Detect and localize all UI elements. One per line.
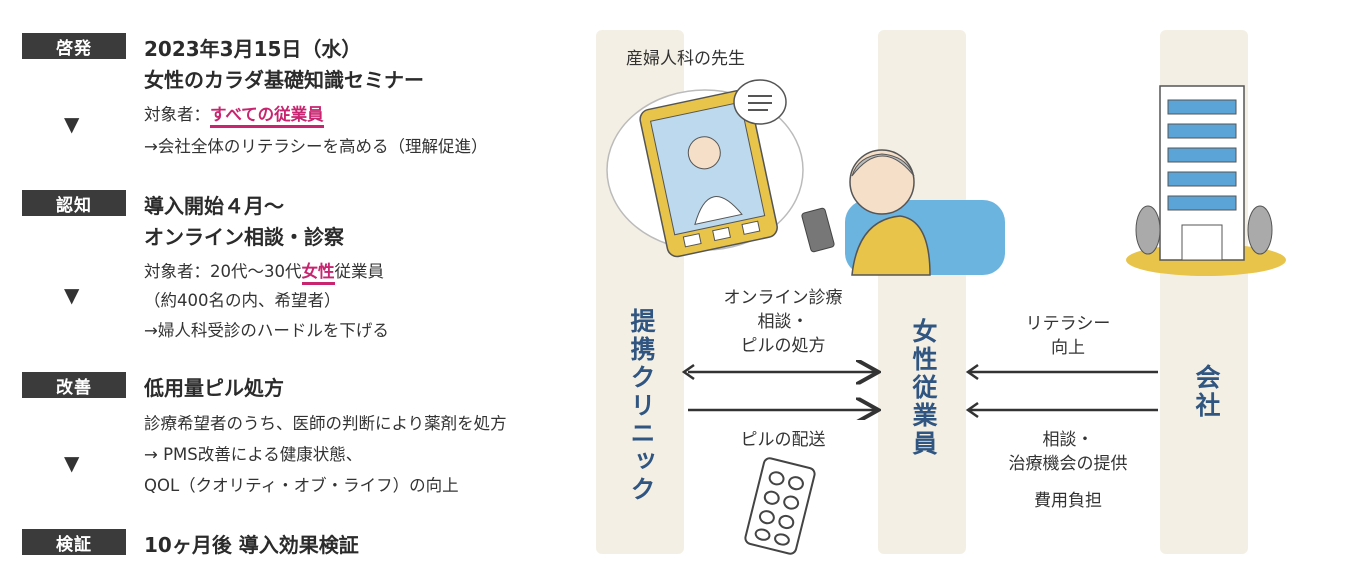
step1-target: 対象者：すべての従業員 [144, 101, 324, 125]
step2-note2: →婦人科受診のハードルを下げる [144, 317, 389, 341]
badge-ninchi: 認知 [22, 190, 126, 216]
step3-note1: 診療希望者のうち、医師の判断により薬剤を処方 [144, 410, 507, 434]
doctor-label: 産婦人科の先生 [626, 44, 745, 69]
badge-keihatsu: 啓発 [22, 33, 126, 59]
pill-pack-icon [740, 456, 820, 556]
step3-note2: → PMS改善による健康状態、 [144, 441, 362, 465]
arrows [680, 360, 1164, 420]
down-triangle-icon: ▼ [64, 283, 79, 307]
step4-title: 10ヶ月後 導入効果検証 [144, 529, 359, 558]
label-literacy: リテラシー 向上 [978, 312, 1158, 360]
step2-target: 対象者：20代〜30代女性従業員 [144, 258, 384, 282]
step1-title: 女性のカラダ基礎知識セミナー [144, 64, 424, 93]
clinic-title: 提携クリニック [623, 308, 659, 504]
step2-title: オンライン相談・診察 [144, 221, 344, 250]
step2-note1: （約400名の内、希望者） [144, 287, 341, 311]
company-title: 会社 [1188, 364, 1224, 420]
step3-note3: QOL（クオリティ・オブ・ライフ）の向上 [144, 472, 459, 496]
doctor-phone-illustration [600, 70, 1020, 280]
down-triangle-icon: ▼ [64, 112, 79, 136]
down-triangle-icon: ▼ [64, 451, 79, 475]
step1-date: 2023年3月15日（水） [144, 33, 361, 62]
label-cost: 費用負担 [978, 489, 1158, 513]
step1-note: →会社全体のリテラシーを高める（理解促進） [144, 133, 488, 157]
badge-kaizen: 改善 [22, 372, 126, 398]
badge-kensho: 検証 [22, 529, 126, 555]
label-pill-delivery: ピルの配送 [693, 428, 873, 452]
label-online-care: オンライン診療 相談・ ピルの処方 [693, 286, 873, 358]
label-consult: 相談・ 治療機会の提供 [978, 428, 1158, 476]
step3-title: 低用量ピル処方 [144, 372, 284, 401]
step2-date: 導入開始４月〜 [144, 190, 284, 219]
company-building-illustration [1122, 80, 1290, 280]
